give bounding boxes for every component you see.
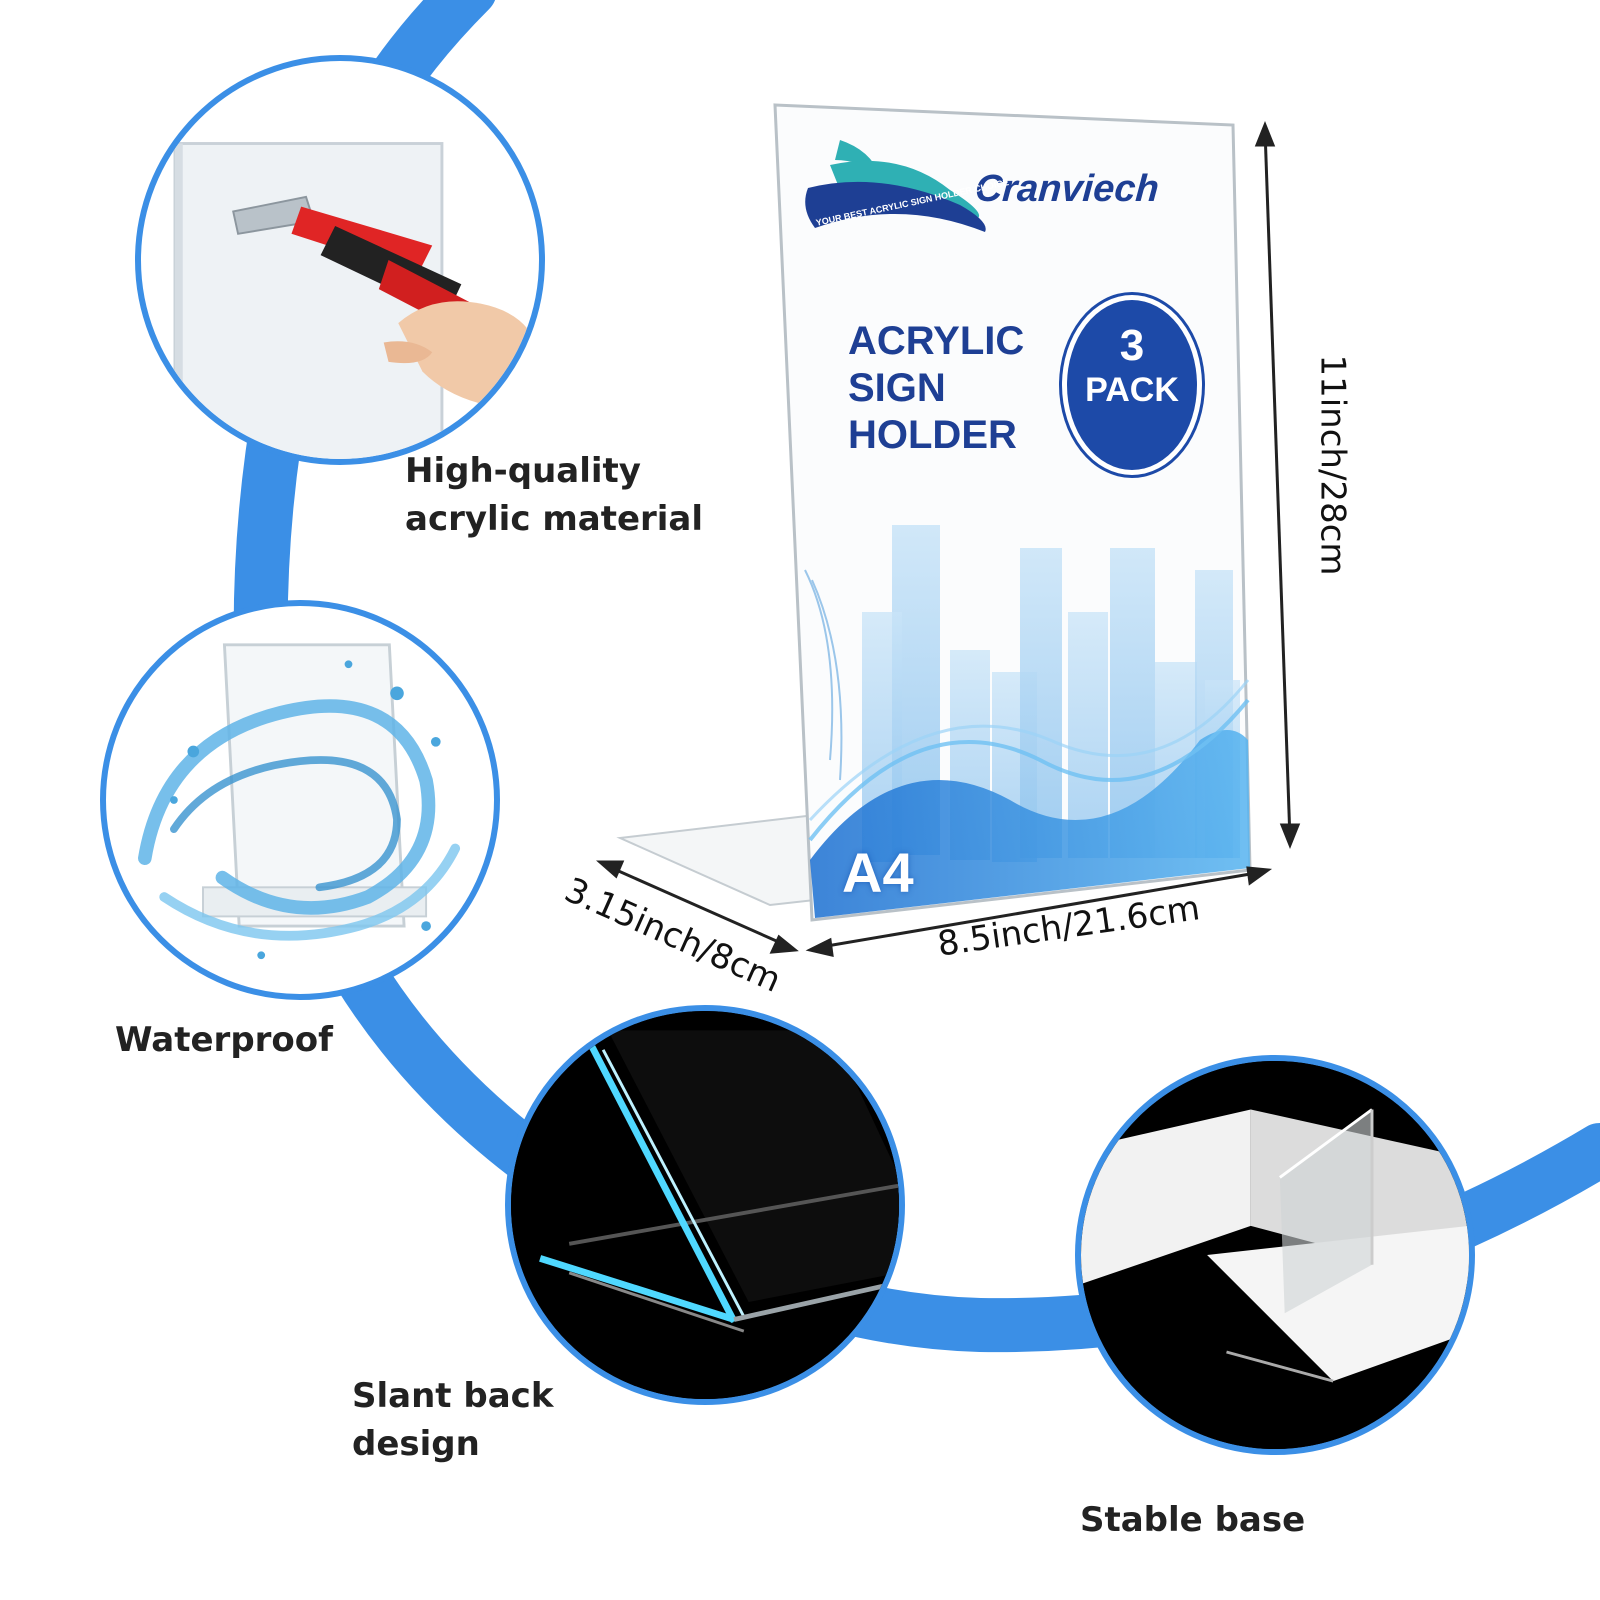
slant-back-illustration: [511, 1011, 899, 1399]
feature-image-cutting: [135, 55, 545, 465]
feature-label-slant-back: Slant back design: [352, 1372, 553, 1468]
product-title: ACRYLIC SIGN HOLDER: [848, 318, 1024, 459]
stable-base-illustration: [1081, 1061, 1469, 1449]
height-dimension-label: 11inch/28cm: [1312, 354, 1353, 576]
feature-label-material: High-quality acrylic material: [405, 447, 703, 543]
feature-label-stable-base-line-1: Stable base: [1080, 1500, 1306, 1540]
pack-word: PACK: [1085, 371, 1179, 409]
feature-label-stable-base: Stable base: [1080, 1496, 1305, 1544]
pack-number: 3: [1119, 321, 1145, 370]
feature-label-material-line-1: High-quality: [405, 451, 641, 491]
feature-image-waterproof: [100, 600, 500, 1000]
product-title-line-2: SIGN: [848, 366, 946, 410]
feature-label-material-line-2: acrylic material: [405, 499, 704, 539]
size-label: A4: [842, 841, 914, 904]
utility-knife-illustration: [173, 142, 539, 459]
water-splash-illustration: [138, 643, 461, 960]
brand-logo-text: Cranviech: [973, 168, 1161, 210]
product-title-line-1: ACRYLIC: [848, 319, 1025, 363]
feature-image-stable-base: [1075, 1055, 1475, 1455]
feature-label-waterproof-line-1: Waterproof: [115, 1020, 333, 1060]
product-title-line-3: HOLDER: [848, 413, 1017, 457]
feature-label-slant-back-line-1: Slant back: [352, 1376, 554, 1416]
feature-label-slant-back-line-2: design: [352, 1424, 480, 1464]
pack-badge: 3 PACK: [1062, 295, 1202, 475]
feature-image-slant-back: [505, 1005, 905, 1405]
feature-label-waterproof: Waterproof: [115, 1016, 333, 1064]
